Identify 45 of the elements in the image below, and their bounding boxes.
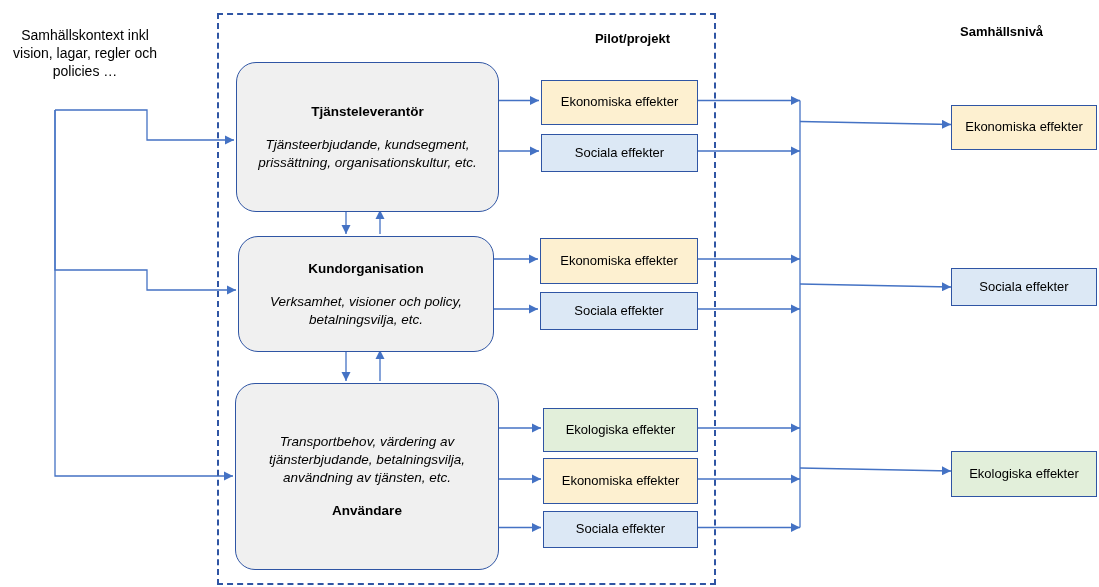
project-frame: [217, 13, 716, 585]
box-label: Sociala effekter: [574, 302, 664, 320]
box-label: Ekonomiska effekter: [561, 472, 680, 490]
box-heading: Kundorganisation: [308, 259, 424, 278]
box-heading: Tjänsteleverantör: [311, 102, 424, 121]
arrow: [799, 119, 952, 129]
box-label: Sociala effekter: [575, 521, 666, 538]
arrow: [498, 146, 540, 156]
arrow: [498, 474, 542, 484]
arrow: [799, 466, 952, 476]
effect-box: [951, 105, 1097, 150]
effect-box: [951, 268, 1097, 306]
effect-box: [540, 238, 698, 284]
effect-box: [543, 511, 698, 548]
context-note: Samhällskontext inkl vision, lagar, regler och policies …: [12, 25, 158, 81]
box-description: Verksamhet, visioner och policy, betalningsvilja, etc.: [268, 293, 464, 329]
effect-box: [543, 458, 698, 504]
arrow: [498, 423, 542, 433]
effect-box: [541, 80, 698, 125]
arrow: [54, 109, 235, 145]
arrow: [498, 522, 542, 533]
arrow: [54, 109, 234, 481]
actor-box: [238, 236, 494, 352]
effect-box: [951, 451, 1097, 497]
column-heading: Samhällsnivå: [960, 24, 1044, 39]
box-description: Transportbehov, värdering av tjänsterbjudande, betalningsvilja, användning av tjänsten, etc.: [268, 433, 466, 487]
arrow: [799, 282, 952, 292]
box-label: Sociala effekter: [574, 144, 665, 162]
actor-box: [235, 383, 499, 570]
box-label: Ekologiska effekter: [969, 465, 1079, 483]
effect-box: [543, 408, 698, 452]
box-heading: Användare: [332, 502, 402, 520]
arrow: [493, 304, 539, 314]
box-description: Tjänsteerbjudande, kundsegment, prissättning, organisationskultur, etc.: [257, 136, 478, 172]
arrow: [498, 95, 540, 106]
box-label: Ekonomiska effekter: [560, 252, 678, 270]
actor-box: [236, 62, 499, 212]
frame-title: Pilot/projekt: [594, 31, 670, 48]
effect-box: [540, 292, 698, 330]
box-label: Sociala effekter: [979, 278, 1069, 296]
box-label: Ekonomiska effekter: [965, 119, 1083, 136]
arrow: [493, 254, 539, 264]
box-label: Ekologiska effekter: [565, 421, 676, 439]
effect-box: [541, 134, 698, 172]
box-label: Ekonomiska effekter: [560, 94, 679, 111]
